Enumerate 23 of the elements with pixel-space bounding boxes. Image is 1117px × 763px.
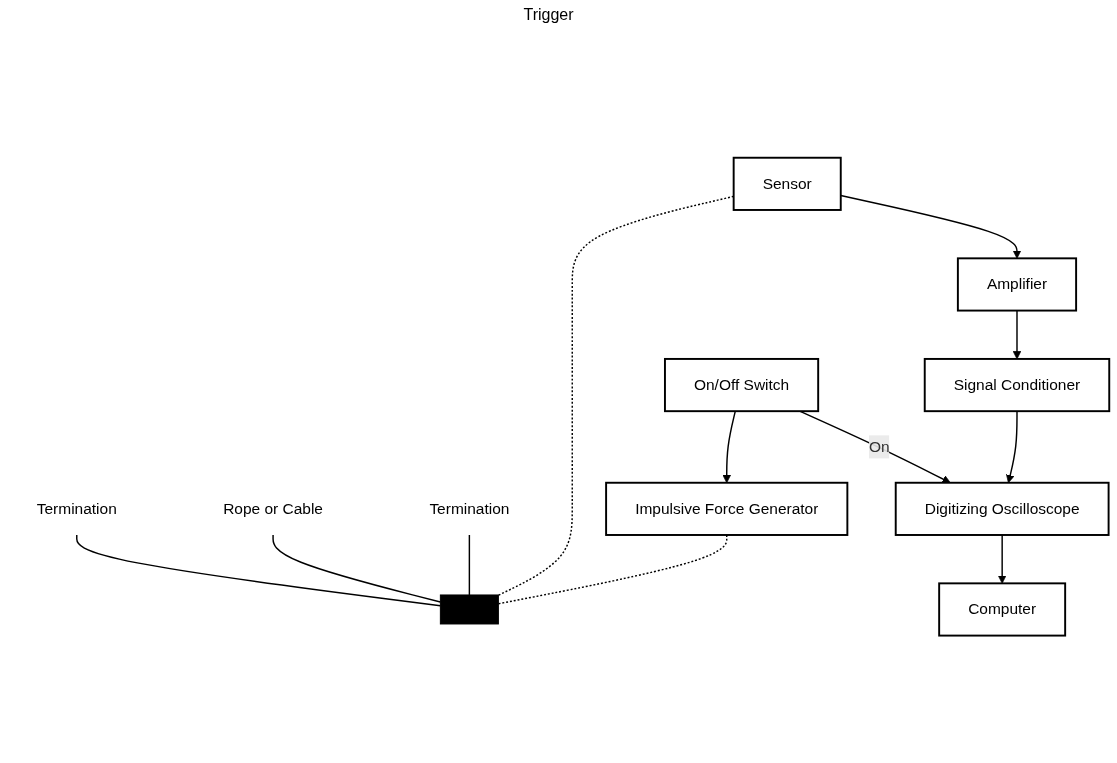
connector xyxy=(497,195,735,596)
node-box: Signal Conditioner xyxy=(923,357,1111,412)
connector xyxy=(76,534,442,607)
connector xyxy=(468,534,471,596)
node-box: Impulsive Force Generator xyxy=(605,481,849,536)
node-bar xyxy=(439,594,499,625)
connector xyxy=(272,534,442,603)
node-box: Sensor xyxy=(732,156,842,211)
arrow xyxy=(1012,309,1022,360)
arrow xyxy=(997,534,1007,584)
node-box: Amplifier xyxy=(956,257,1078,312)
node-box: Digitizing Oscilloscope xyxy=(894,481,1110,536)
arrow xyxy=(722,410,737,483)
node-box: Computer xyxy=(938,582,1067,637)
note-text: Trigger xyxy=(523,6,574,23)
node-text: Rope or Cable xyxy=(223,499,323,517)
arrow xyxy=(1006,410,1018,483)
arrow xyxy=(840,194,1022,259)
edge-label: On xyxy=(868,438,890,455)
node-text: Termination xyxy=(36,499,117,517)
node-text: Termination xyxy=(429,499,510,517)
connector xyxy=(497,534,728,605)
node-box: On/Off Switch xyxy=(664,357,820,412)
